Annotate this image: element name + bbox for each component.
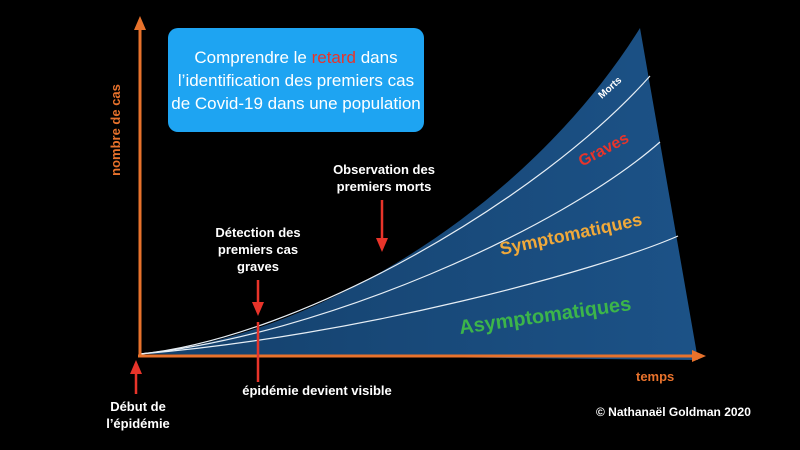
annotation-debut-epidemie: Début de l’épidémie (106, 399, 170, 431)
boundary-morts-graves (139, 75, 651, 355)
title-highlight: retard (311, 47, 356, 67)
x-axis-label: temps (636, 369, 675, 384)
x-axis-arrowhead (692, 350, 706, 362)
y-axis-label: nombre de cas (108, 84, 123, 176)
copyright: © Nathanaël Goldman 2020 (596, 405, 751, 419)
annotation-epidemie-visible: épidémie devient visible (242, 383, 392, 398)
boundary-symptomatiques-asymptomatiques (139, 235, 679, 355)
epidemic-area (140, 28, 698, 360)
title-box: Comprendre le retard dans l’identificati… (168, 28, 424, 132)
title-line-2: l’identification des premiers cas (177, 70, 415, 90)
boundary-graves-symptomatiques (139, 141, 661, 355)
y-axis-arrowhead (134, 16, 146, 30)
arrow-graves-head (252, 302, 264, 316)
annotation-premiers-cas-graves: Détection des premiers cas graves (215, 225, 301, 274)
title-line-3: de Covid-19 dans une population (171, 93, 421, 113)
annotation-premiers-morts: Observation des premiers morts (333, 162, 435, 194)
arrow-morts-head (376, 238, 388, 252)
title-line-1: Comprendre le retard dans (194, 47, 398, 67)
arrow-debut-head (130, 360, 142, 374)
